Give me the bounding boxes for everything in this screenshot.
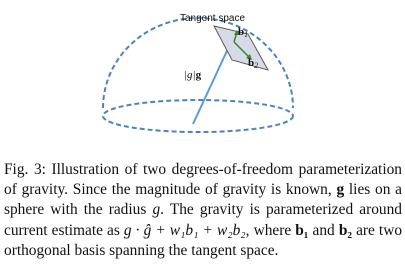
sphere-dome-outline <box>102 17 294 109</box>
b2-arrow <box>233 41 251 59</box>
tangent-space-label: Tangent space <box>180 13 245 24</box>
caption-formula: g · ĝ + w₁b₁ + w₂b₂ <box>123 221 246 239</box>
caption-text-2: lies on a sphere with the radius <box>4 181 402 219</box>
gravity-sphere-diagram: Tangent space b1 b2 |g|g <box>102 13 294 133</box>
caption-b2: b₂ <box>338 221 352 239</box>
b1-label: b1 <box>238 26 248 39</box>
b2-label: b2 <box>248 57 258 70</box>
caption-text-5: and <box>308 221 339 239</box>
caption-text-4: , where <box>245 221 296 239</box>
caption-text-6: are two orthogonal basis spanning the ta… <box>4 221 403 259</box>
gravity-magnitude-label: |g|g <box>184 69 202 81</box>
gravity-vector <box>192 39 233 125</box>
figure-caption: Fig. 3: Illustration of two degrees-of-f… <box>4 160 402 261</box>
b1-arrow-head <box>234 30 240 35</box>
caption-text-1: Fig. 3: Illustration of two degrees-of-f… <box>4 161 402 199</box>
b2-arrow-head <box>246 54 252 60</box>
caption-radius-g: g <box>152 201 161 219</box>
caption-b1: b₁ <box>295 221 309 239</box>
caption-text-3: . The gravity is parameterized around cu… <box>4 201 402 239</box>
figure-illustration: Tangent space b1 b2 |g|g <box>102 13 294 133</box>
sphere-equator <box>102 99 294 133</box>
caption-g-bold: g <box>336 181 345 199</box>
